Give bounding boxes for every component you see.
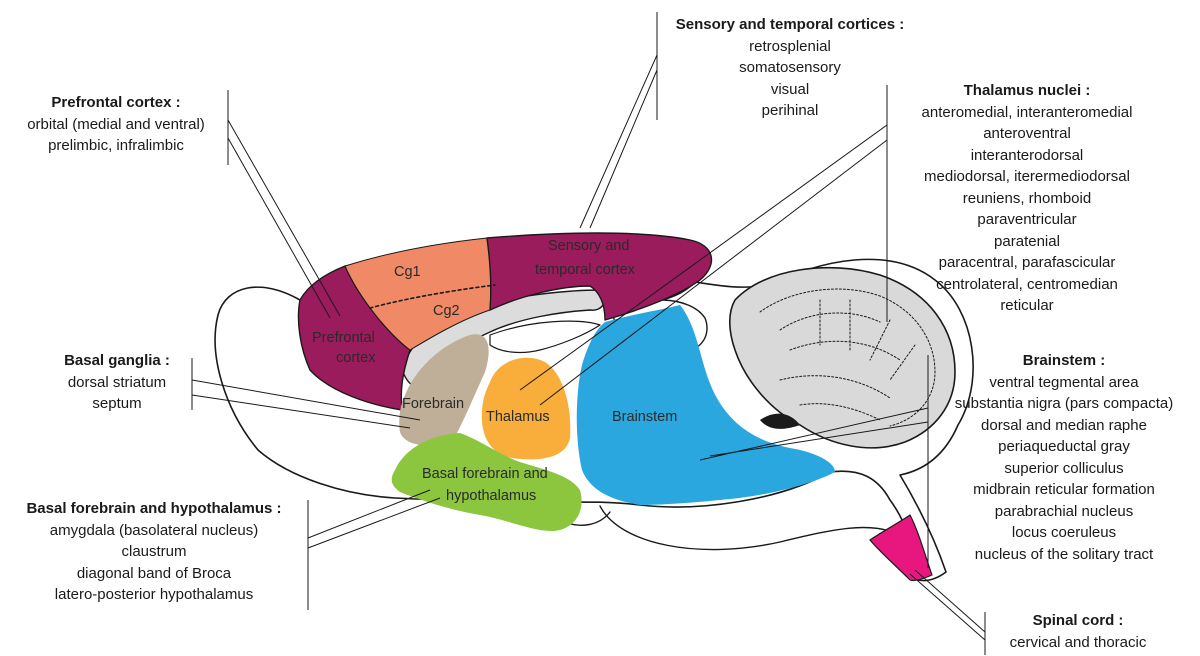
sensory-label-line2: temporal cortex (535, 262, 636, 278)
callout-item: septum (92, 395, 142, 412)
forebrain-region (399, 334, 489, 446)
callout-item: paraventricular (977, 211, 1077, 228)
sensory-region (486, 232, 713, 321)
cg1-cg2-divider (369, 284, 496, 309)
callout-sensory: Sensory and temporal cortices : retrospl… (660, 14, 920, 122)
callout-item: periaqueductal gray (998, 438, 1130, 455)
callout-prefrontal: Prefrontal cortex : orbital (medial and … (8, 92, 224, 157)
cerebellum-folia (759, 288, 936, 427)
thalamus-region (481, 357, 571, 460)
basal-forebrain-label-line1: Basal forebrain and (422, 466, 548, 482)
callout-item: somatosensory (739, 59, 841, 76)
brainstem-label: Brainstem (612, 409, 677, 425)
callout-sensory-title: Sensory and temporal cortices : (675, 16, 905, 33)
callout-item: midbrain reticular formation (973, 481, 1155, 498)
callout-item: paracentral, parafascicular (938, 254, 1116, 271)
callout-item: substantia nigra (pars compacta) (954, 395, 1174, 412)
callout-item: dorsal striatum (67, 373, 167, 391)
basal-forebrain-region (391, 433, 582, 532)
callout-basal-ganglia-title: Basal ganglia : (64, 352, 170, 369)
callout-thalamus-title: Thalamus nuclei : (963, 82, 1091, 99)
hippocampus-outline (489, 320, 601, 354)
brainstem-region (576, 305, 835, 505)
callout-basal-forebrain-title: Basal forebrain and hypothalamus : (26, 500, 282, 517)
callout-item: claustrum (121, 543, 187, 560)
callout-brainstem: Brainstem : ventral tegmental area subst… (930, 350, 1198, 565)
thalamus-label: Thalamus (486, 409, 550, 425)
callout-prefrontal-title: Prefrontal cortex : (51, 94, 181, 111)
region-labels: Cg1 Cg2 Prefrontal cortex Sensory and te… (312, 238, 677, 504)
callout-item: parabrachial nucleus (994, 502, 1134, 520)
callout-item: cervical and thoracic (1009, 633, 1147, 651)
sensory-label-line1: Sensory and (548, 238, 629, 254)
callout-item: diagonal band of Broca (76, 564, 232, 582)
callout-item: reticular (1000, 297, 1054, 314)
cg1-label: Cg1 (394, 264, 421, 280)
brain-anatomy (214, 232, 974, 582)
callout-brainstem-title: Brainstem : (1022, 352, 1106, 369)
leader-lines (191, 12, 986, 655)
callout-item: locus coeruleus (1011, 524, 1117, 541)
callout-thalamus: Thalamus nuclei : anteromedial, interant… (892, 80, 1162, 317)
callout-item: perihinal (761, 102, 819, 119)
callout-item: paratenial (994, 232, 1060, 250)
cerebellum (728, 266, 956, 449)
callout-item: nucleus of the solitary tract (974, 545, 1154, 563)
basal-forebrain-label-line2: hypothalamus (446, 488, 536, 504)
prefrontal-label-line2: cortex (336, 350, 376, 366)
callout-item: dorsal and median raphe (981, 416, 1147, 434)
callout-spinal-cord: Spinal cord : cervical and thoracic (988, 610, 1168, 653)
callout-item: anteroventral (983, 125, 1071, 142)
callout-basal-forebrain: Basal forebrain and hypothalamus : amygd… (4, 498, 304, 606)
callout-item: centrolateral, centromedian (936, 275, 1118, 293)
callout-item: prelimbic, infralimbic (48, 137, 184, 154)
fourth-ventricle (760, 413, 800, 429)
callout-item: retrosplenial (749, 37, 831, 55)
callout-item: interanterodorsal (970, 146, 1084, 164)
callout-item: ventral tegmental area (989, 373, 1139, 391)
callout-item: latero-posterior hypothalamus (54, 586, 254, 603)
callout-item: reuniens, rhomboid (962, 189, 1092, 207)
callout-item: superior colliculus (1004, 459, 1124, 477)
callout-item: anteromedial, interanteromedial (921, 103, 1133, 121)
spinal-cord-region (869, 514, 933, 582)
callout-item: visual (770, 80, 810, 98)
callout-item: amygdala (basolateral nucleus) (49, 521, 259, 539)
callout-item: mediodorsal, iterermediodorsal (924, 168, 1130, 185)
brainstem-outline (599, 505, 901, 551)
callout-spinal-cord-title: Spinal cord : (1032, 612, 1124, 629)
callout-basal-ganglia: Basal ganglia : dorsal striatum septum (44, 350, 190, 415)
callout-item: orbital (medial and ventral) (27, 115, 205, 133)
forebrain-label: Forebrain (402, 396, 464, 412)
prefrontal-label-line1: Prefrontal (312, 330, 375, 346)
cg2-label: Cg2 (433, 303, 460, 319)
